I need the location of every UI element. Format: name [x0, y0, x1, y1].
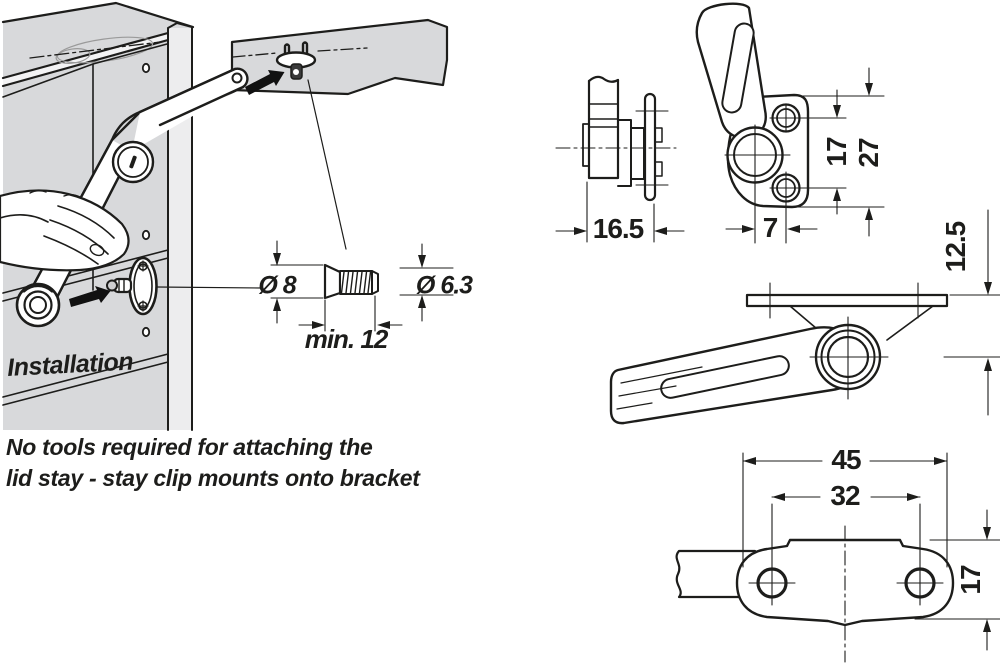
dim-plate-length: 45 — [831, 444, 861, 475]
installation-illustration — [0, 1, 449, 431]
dim-clip-side-width: 16.5 — [592, 213, 644, 244]
dim-bracket-hole-spacing: 17 — [821, 137, 852, 167]
hand — [0, 189, 130, 272]
dim-plate-width: 17 — [955, 565, 986, 595]
dim-pivot-to-holes: 7 — [762, 212, 779, 243]
arrow-to-side-bracket — [69, 286, 111, 307]
folded-view-drawing — [609, 209, 1000, 425]
dim-bracket-height: 27 — [853, 138, 884, 168]
dim-plate-to-pivot-center: 12.5 — [940, 221, 971, 273]
lid-bracket — [275, 41, 317, 80]
caption-line-1: No tools required for attaching the — [6, 434, 373, 460]
screw-min-length-label: min. 12 — [304, 324, 389, 354]
screw-thread-diameter-label: Ø 6.3 — [415, 271, 473, 300]
top-view-drawing — [675, 452, 1000, 663]
side-view-drawing — [555, 75, 685, 243]
screw-head-diameter-label: Ø 8 — [258, 271, 296, 300]
arrow-to-lid-bracket — [245, 70, 285, 95]
side-bracket — [106, 256, 158, 316]
caption-line-2: lid stay - stay clip mounts onto bracket — [6, 465, 420, 491]
screw-detail-drawing — [270, 240, 454, 332]
dim-plate-hole-spacing: 32 — [830, 480, 860, 511]
front-view-drawing — [695, 2, 885, 244]
